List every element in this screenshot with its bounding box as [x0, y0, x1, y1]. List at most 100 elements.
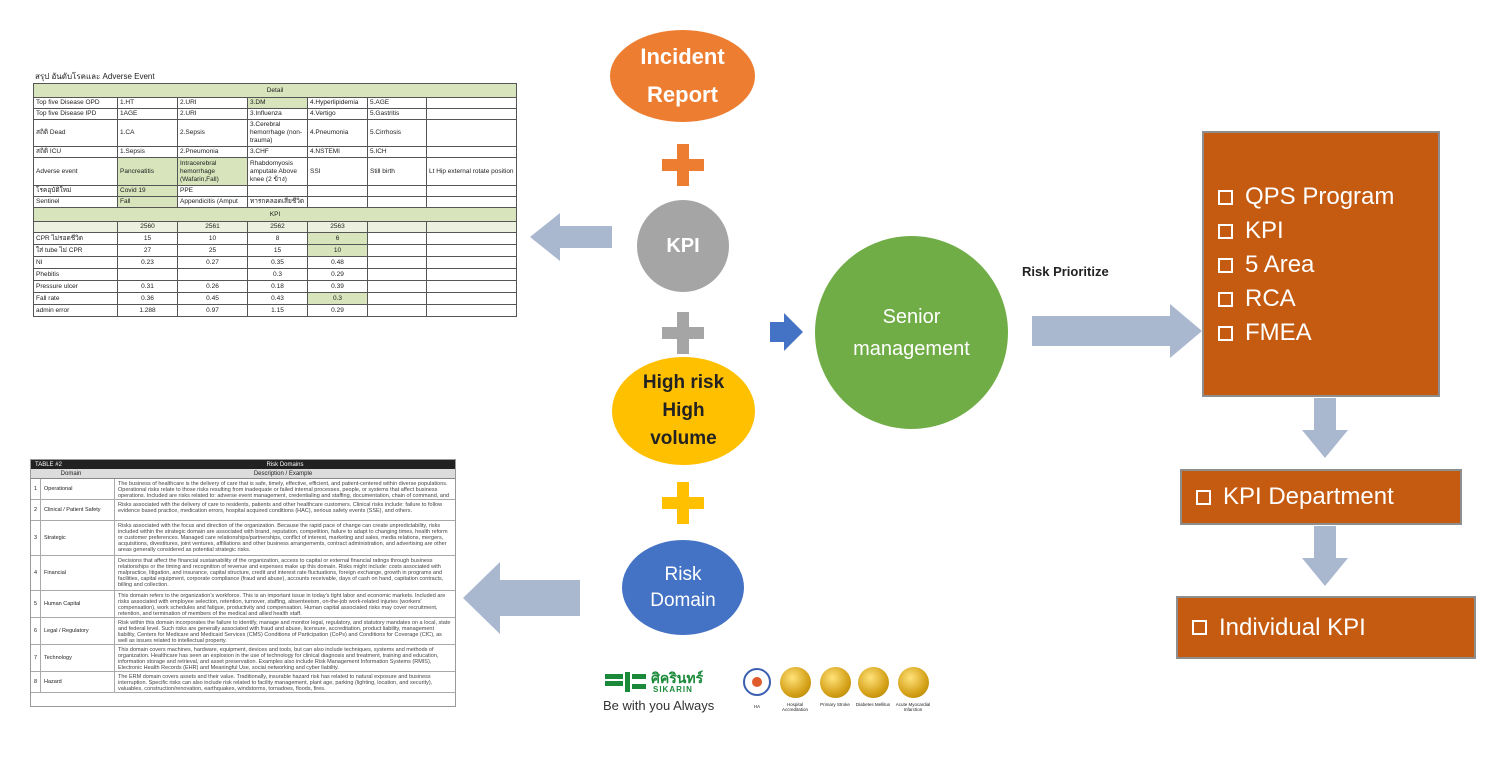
plus-icon-orange	[662, 144, 704, 186]
checkbox-icon	[1196, 489, 1211, 505]
table-cell	[425, 119, 518, 147]
qps-item-label: 5 Area	[1245, 251, 1315, 278]
domain-name: Operational	[41, 479, 115, 499]
incident-report-line1: Incident	[640, 44, 725, 69]
medal-label: HA	[753, 704, 761, 709]
risk-prioritize-label: Risk Prioritize	[1022, 264, 1109, 279]
risk-domain-circle: Risk Domain	[622, 540, 744, 635]
table-cell: Lt Hip external rotate position	[425, 157, 518, 186]
kpi-department-label: KPI Department	[1223, 483, 1394, 510]
qps-item: 5 Area	[1218, 251, 1438, 285]
medal-icon	[898, 667, 929, 698]
checkbox-icon	[1218, 292, 1233, 307]
senior-management-circle: Senior management	[815, 236, 1008, 429]
domain-number: 1	[31, 479, 41, 499]
domain-description: The ERM domain covers assets and their v…	[118, 674, 433, 692]
section-row: Detail	[32, 83, 518, 98]
domain-number: 3	[31, 521, 41, 555]
high-risk-circle: High risk High volume	[612, 357, 755, 465]
domain-name: Hazard	[41, 672, 115, 692]
table-cell: 3.Cerebral hemorrhage (non-trauma)	[247, 119, 308, 147]
domain-description: Risk within this domain incorporates the…	[118, 620, 451, 644]
section-detail-label: Detail	[32, 83, 518, 98]
checkbox-icon	[1218, 190, 1233, 205]
sikarin-logo-icon	[605, 672, 646, 692]
arrow-riskdomain-to-table	[463, 562, 580, 634]
domain-name: Technology	[41, 645, 115, 671]
checkbox-icon	[1192, 620, 1207, 635]
qps-item-label: FMEA	[1245, 319, 1312, 346]
column-description: Description / Example	[253, 470, 313, 477]
domain-description: The business of healthcare is the delive…	[118, 481, 450, 499]
medal-label: Hospital Accreditation	[781, 702, 808, 712]
kpi-value: 10	[307, 244, 368, 257]
plus-icon-yellow	[662, 482, 704, 524]
medal-icon	[780, 667, 811, 698]
incident-report-line2: Report	[647, 82, 718, 107]
arrow-kpi-department-to-individual	[1302, 526, 1348, 586]
kpi-department-box: KPI Department	[1180, 469, 1462, 525]
ha-badge-icon	[743, 668, 771, 696]
qps-item-label: KPI	[1245, 217, 1284, 244]
risk-domain-table: TABLE #2 Risk Domains Domain Description…	[30, 459, 456, 707]
qps-item: FMEA	[1218, 319, 1438, 353]
risk-domain-column-headers: Domain Description / Example	[31, 469, 455, 479]
row-label: สถิติ Dead	[33, 119, 118, 147]
table-number: TABLE #2	[35, 461, 62, 468]
brand-name: SIKARIN	[653, 685, 693, 694]
domain-number: 7	[31, 645, 41, 671]
table-cell: Pancreatitis	[117, 157, 178, 186]
kpi-label: KPI	[666, 234, 700, 257]
medal-label: Acute Myocardial Infarction	[895, 702, 931, 712]
individual-kpi-box: Individual KPI	[1176, 596, 1476, 659]
high-risk-line2: High	[662, 400, 705, 421]
qps-item: RCA	[1218, 285, 1438, 319]
checkbox-icon	[1218, 258, 1233, 273]
incident-report-circle: Incident Report	[610, 30, 755, 122]
medal-label: Diabetes Mellitus	[855, 702, 891, 707]
arrow-senior-to-qps	[1032, 304, 1202, 358]
high-risk-line1: High risk	[642, 372, 725, 393]
table-cell: 1.CA	[117, 119, 178, 147]
domain-description: Decisions that affect the financial sust…	[118, 558, 444, 588]
column-domain: Domain	[60, 470, 82, 477]
table-cell: 5.Cirrhosis	[367, 119, 427, 147]
table-cell	[425, 304, 518, 317]
kpi-value: 6	[307, 232, 368, 245]
checkbox-icon	[1218, 224, 1233, 239]
qps-item-label: QPS Program	[1245, 183, 1395, 210]
risk-domain-line2: Domain	[650, 589, 716, 611]
table-cell: 4.Pneumonia	[307, 119, 368, 147]
domain-name: Strategic	[41, 521, 115, 555]
high-risk-line3: volume	[650, 428, 717, 449]
brand-thai: ศิครินทร์	[651, 670, 704, 686]
qps-item-label: RCA	[1245, 285, 1296, 312]
domain-name: Human Capital	[41, 591, 115, 617]
table-cell: 2.Sepsis	[177, 119, 248, 147]
domain-number: 5	[31, 591, 41, 617]
medal-icon	[858, 667, 889, 698]
domain-name: Financial	[41, 556, 115, 590]
individual-kpi-label: Individual KPI	[1219, 613, 1366, 641]
domain-number: 2	[31, 500, 41, 520]
senior-line1: Senior	[882, 305, 941, 328]
risk-domain-line1: Risk	[664, 563, 702, 585]
arrow-qps-to-kpi-department	[1302, 398, 1348, 458]
domain-number: 4	[31, 556, 41, 590]
